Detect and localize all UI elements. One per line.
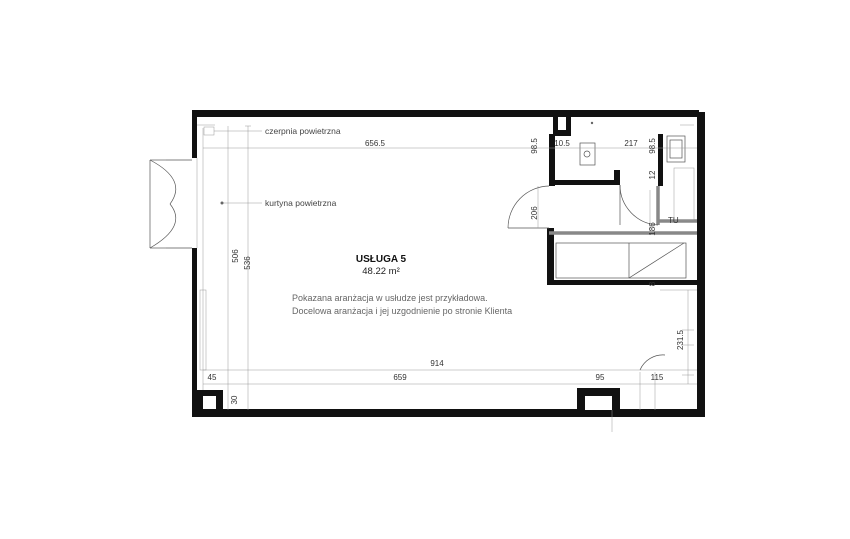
dim-wc-side: 12	[648, 170, 657, 179]
right-facade-ticks	[680, 124, 694, 376]
arrangement-note-line-1: Pokazana aranżacja w usłudze jest przykł…	[292, 293, 488, 303]
dim-right-small: 8	[648, 281, 657, 286]
dim-bottom-corner: 30	[230, 395, 239, 404]
dim-bottom-2: 659	[393, 373, 407, 382]
svg-text:TU: TU	[668, 216, 679, 225]
dim-bottom-4: 115	[651, 373, 664, 382]
air-curtain-label: kurtyna powietrzna	[265, 198, 337, 208]
facade-lines	[196, 124, 251, 410]
arrangement-note-line-2: Docelowa aranżacja i jej uzgodnienie po …	[292, 306, 512, 316]
dim-top-right-4: 98.5	[648, 138, 657, 154]
dim-bottom-1: 45	[208, 373, 217, 382]
dim-bath-height: 186	[648, 222, 657, 236]
room-name: USŁUGA 5	[356, 254, 407, 265]
dim-bottom-total: 914	[430, 359, 444, 368]
top-marker	[590, 121, 594, 125]
bathroom-fixtures: TU	[555, 135, 695, 279]
room-area: 48.22 m²	[362, 266, 400, 277]
dim-left-height-2: 536	[243, 256, 252, 270]
outer-walls	[192, 110, 705, 417]
dim-top-right-1: 98.5	[530, 138, 539, 154]
dim-left-height-1: 506	[231, 249, 240, 263]
bathroom-doors	[507, 184, 659, 229]
entrance-door	[149, 159, 192, 249]
dim-top-width: 656.5	[365, 139, 386, 148]
dim-top-right-3: 217	[624, 139, 638, 148]
dim-right-height: 231.5	[676, 329, 685, 350]
dim-bottom-3: 95	[596, 373, 605, 382]
dim-top-right-2: 10.5	[554, 139, 570, 148]
dimension-lines	[203, 126, 697, 432]
dim-door-height: 206	[530, 206, 539, 220]
air-curtain-marker	[220, 201, 224, 205]
air-intake-label: czerpnia powietrzna	[265, 126, 341, 136]
interior-walls	[547, 134, 697, 285]
